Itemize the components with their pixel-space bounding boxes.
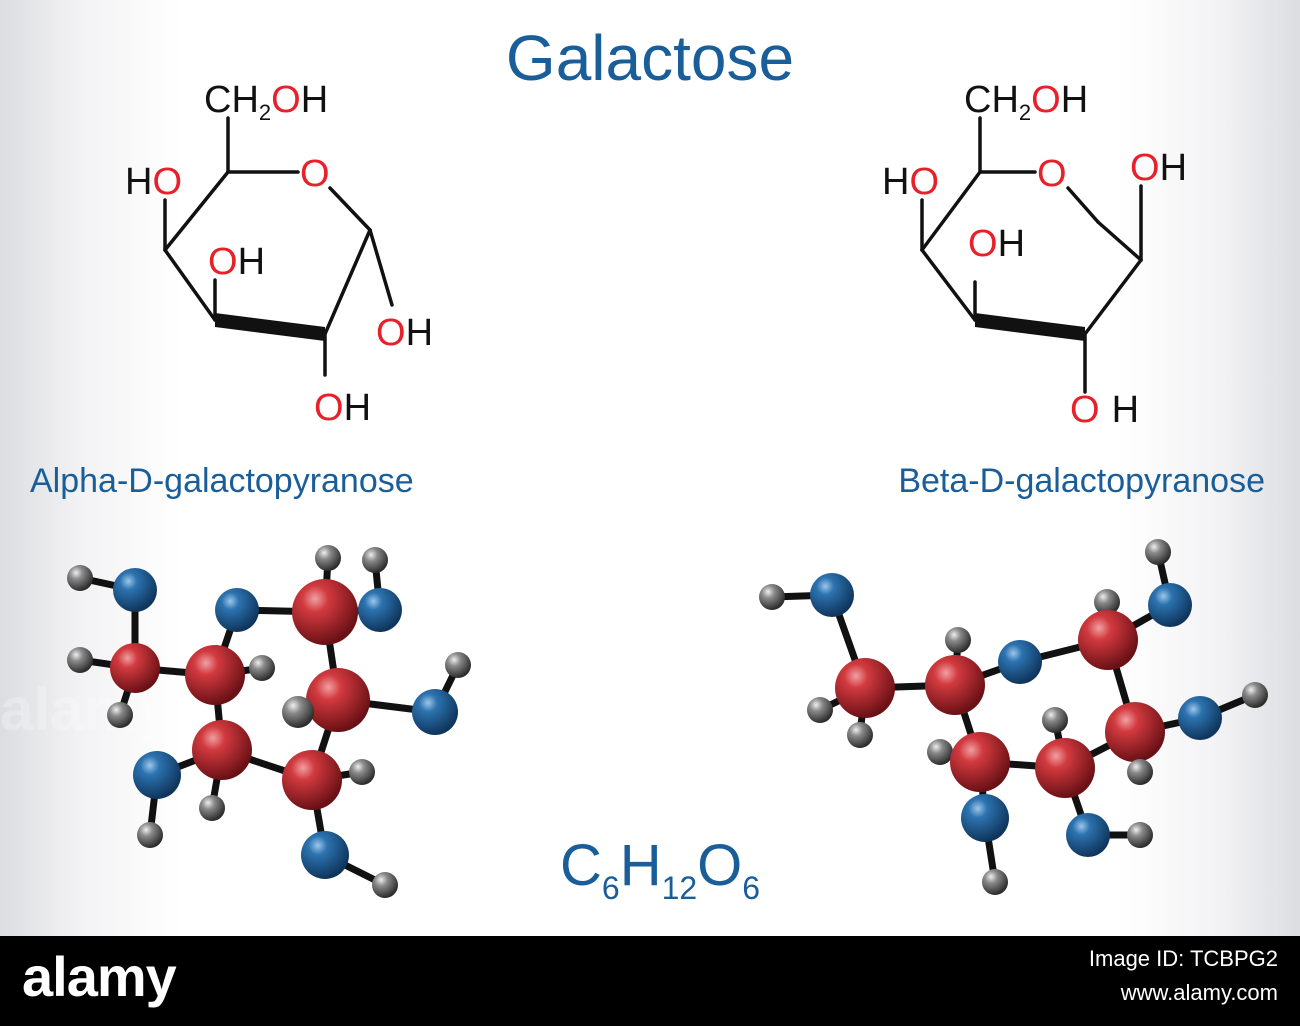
hydrogen-atom [1127,822,1153,848]
oh-label: OH [1130,147,1187,189]
oxygen-atom [1066,813,1110,857]
hydrogen-atom [945,627,971,653]
oxygen-atom [215,588,259,632]
oh-label: OH [208,241,265,283]
site-url: www.alamy.com [1120,980,1278,1005]
hydrogen-atom [1242,682,1268,708]
hydrogen-atom [67,565,93,591]
hydrogen-atom [362,547,388,573]
bond [163,170,230,252]
alpha-ball-and-stick-model [67,545,471,898]
hydrogen-atom [1127,759,1153,785]
beta-name-label: Beta-D-galactopyranose [898,462,1265,500]
molecular-formula: C6H12O6 [560,833,760,906]
oh-label: OH [968,223,1025,265]
alpha-atom-labels: CH2OH HO O OH OH OH [125,79,433,429]
hydrogen-atom [807,697,833,723]
carbon-atom [110,643,160,693]
hydrogen-atom [1145,539,1171,565]
bond [328,186,372,232]
hydrogen-atom [137,822,163,848]
carbon-atom [1035,738,1095,798]
hydrogen-atom [1094,589,1120,615]
hydrogen-atom [282,696,314,728]
hydrogen-atom [927,739,953,765]
carbon-atom [1078,610,1138,670]
diagram-canvas: alamy alamy alamy alamy Galactose CH2OH … [0,0,1300,936]
oxygen-atom [113,568,157,612]
hydrogen-atom [67,647,93,673]
carbon-atom [282,750,342,810]
hydrogen-atom [847,722,873,748]
ch2oh-label: CH2OH [964,79,1088,125]
hydrogen-atom [372,872,398,898]
image-info: Image ID: TCBPG2 www.alamy.com [1089,942,1278,1010]
oh-label: OH [314,387,371,429]
page-title: Galactose [506,22,794,94]
bond [1096,220,1143,262]
bond [323,228,372,336]
alpha-skeletal-formula [163,116,394,377]
carbon-atom [192,720,252,780]
oxygen-atom [133,751,181,799]
wedge-bond [975,313,1085,341]
oxygen-atom [412,689,458,735]
carbon-atom [1105,702,1165,762]
alpha-name-label: Alpha-D-galactopyranose [30,462,414,500]
hydrogen-atom [249,655,275,681]
image-id: Image ID: TCBPG2 [1088,946,1278,971]
oxygen-atom [1148,583,1192,627]
hydrogen-atom [107,702,133,728]
oxygen-atom [998,640,1042,684]
carbon-atom [950,732,1010,792]
bond [920,170,982,252]
hydrogen-atom [349,759,375,785]
carbon-atom [835,658,895,718]
bond [368,228,394,307]
ring-oxygen-label: O [300,153,330,195]
wedge-bond [215,313,325,341]
bond [1083,258,1143,336]
ho-label: HO [125,161,182,203]
hydrogen-atom [982,869,1008,895]
hydrogen-atom [315,545,341,571]
carbon-atom [925,655,985,715]
oxygen-atom [810,573,854,617]
oxygen-atom [961,794,1009,842]
bond [163,248,217,322]
hydrogen-atom [199,795,225,821]
oxygen-atom [301,831,349,879]
alamy-logo: alamy [22,945,177,1008]
oxygen-atom [358,588,402,632]
beta-skeletal-formula [920,116,1143,394]
oh-label: OH [376,312,433,354]
ho-label: HO [882,161,939,203]
hydrogen-atom [759,584,785,610]
bond [920,248,977,322]
bond [1066,186,1100,224]
galactose-diagram: alamy alamy alamy alamy Galactose CH2OH … [30,22,1268,906]
beta-ball-and-stick-model [759,539,1268,895]
carbon-atom [292,579,358,645]
ring-oxygen-label: O [1037,153,1067,195]
stock-footer: alamy Image ID: TCBPG2 www.alamy.com [0,936,1300,1026]
hydrogen-atom [445,652,471,678]
carbon-atom [185,645,245,705]
oxygen-atom [1178,696,1222,740]
hydrogen-atom [1042,707,1068,733]
ch2oh-label: CH2OH [204,79,328,125]
carbon-atom [306,668,370,732]
